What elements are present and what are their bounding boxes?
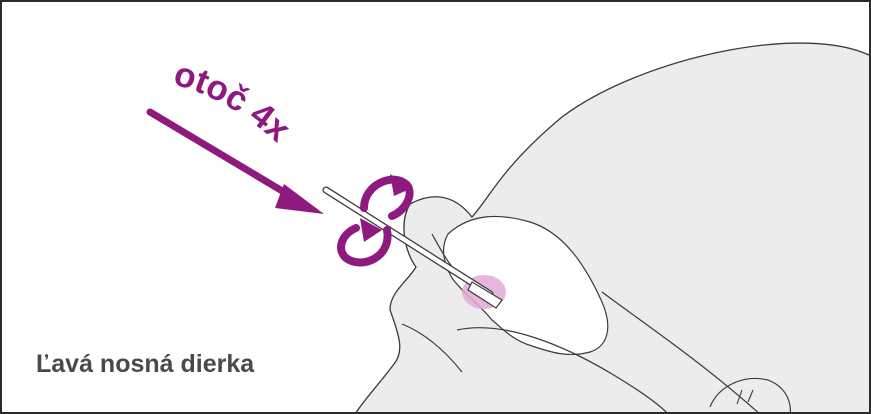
nostril-label: Ľavá nosná dierka: [36, 350, 254, 379]
insert-direction-arrow-icon: [150, 112, 324, 214]
head-profile: [354, 43, 871, 414]
